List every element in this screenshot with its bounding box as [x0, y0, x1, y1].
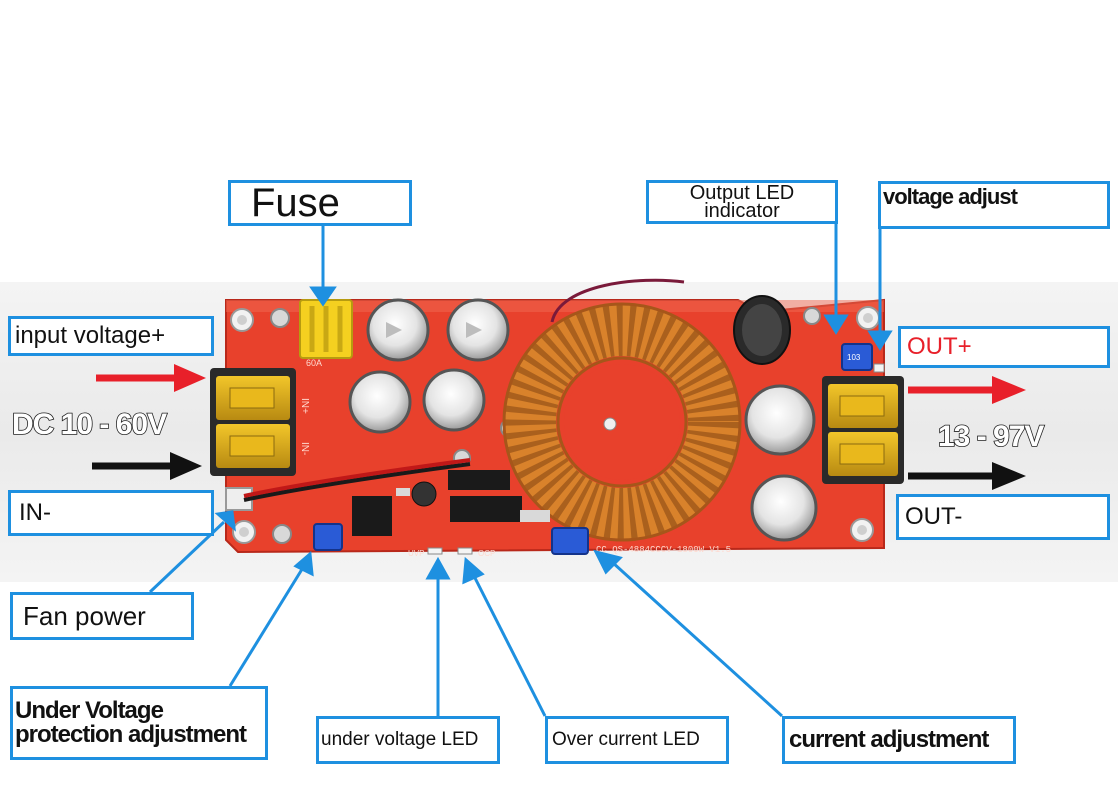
current-adjustment-label-text: current adjustment	[789, 726, 989, 753]
output-voltage-range: 13 - 97V	[937, 419, 1045, 454]
board-in-plus-mark: IN+	[299, 398, 310, 414]
out-minus-label: OUT-	[896, 494, 1110, 540]
voltage-adjust-pointer-icon	[867, 330, 893, 351]
over-current-led-label-text: Over current LED	[552, 729, 700, 750]
input-capacitors	[348, 298, 510, 434]
in-minus-label-text: IN-	[19, 499, 51, 526]
input-terminal-block	[210, 368, 296, 476]
toroid-inductor	[502, 302, 742, 542]
control-ics	[352, 470, 550, 536]
out-minus-label-text: OUT-	[905, 503, 963, 530]
input-voltage-plus-label-text: input voltage+	[15, 322, 166, 349]
under-voltage-led-label: under voltage LED	[316, 716, 500, 764]
under-voltage-label-line1: Under Voltage	[15, 697, 164, 724]
over-current-led-pointer-icon	[462, 556, 485, 585]
output-minus-arrow-icon	[992, 462, 1026, 490]
current-adjustment-label: current adjustment	[782, 716, 1016, 764]
out-plus-label: OUT+	[898, 326, 1110, 368]
input-voltage-plus-label: input voltage+	[8, 316, 214, 356]
output-led-label-line2: indicator	[704, 200, 780, 222]
fuse-label-text: Fuse	[251, 180, 340, 225]
fuse-pointer-icon	[309, 286, 337, 307]
power-arrows	[92, 364, 1026, 490]
voltage-adjust-label: voltage adjust	[878, 181, 1110, 229]
under-voltage-protection-label: Under Voltage protection adjustment	[10, 686, 268, 760]
uvp-adjust-pointer-icon	[293, 550, 314, 577]
output-capacitors	[733, 295, 818, 542]
pot-code-mark: 103	[847, 353, 861, 362]
fan-power-label-text: Fan power	[23, 600, 146, 631]
under-voltage-led-label-text: under voltage LED	[321, 729, 479, 750]
fan-power-label: Fan power	[10, 592, 194, 640]
status-leds	[427, 363, 885, 555]
wires	[243, 278, 685, 502]
output-terminal-block	[822, 376, 904, 484]
input-plus-arrow-icon	[174, 364, 206, 392]
board-ocp-mark: OCP	[478, 549, 495, 558]
fuse-rating-text: 60A	[306, 358, 322, 368]
under-voltage-led-pointer-icon	[425, 556, 451, 580]
output-plus-arrow-icon	[992, 376, 1026, 404]
in-minus-label: IN-	[8, 490, 214, 536]
potentiometers	[313, 343, 873, 555]
fuse-component	[299, 299, 353, 359]
under-voltage-label-line2: protection adjustment	[15, 721, 247, 748]
fuse-label: Fuse	[228, 180, 412, 226]
callout-leaders	[148, 224, 893, 718]
board-model-text: CC QS-4884CCCV-1800W V1.5	[596, 545, 731, 555]
fan-power-pointer-icon	[214, 510, 236, 532]
output-led-label: Output LED indicator	[646, 180, 838, 224]
out-plus-label-text: OUT+	[907, 333, 972, 360]
board-in-minus-mark: IN-	[299, 442, 310, 455]
voltage-adjust-label-text: voltage adjust	[883, 184, 1018, 209]
output-led-pointer-icon	[823, 314, 849, 335]
over-current-led-label: Over current LED	[545, 716, 729, 764]
input-minus-arrow-icon	[170, 452, 202, 480]
board-uvp-mark: UVP	[408, 549, 424, 558]
output-led-label-line1: Output LED	[689, 182, 795, 204]
input-voltage-range: DC 10 - 60V	[11, 407, 168, 442]
current-adjust-pointer-icon	[593, 549, 623, 575]
